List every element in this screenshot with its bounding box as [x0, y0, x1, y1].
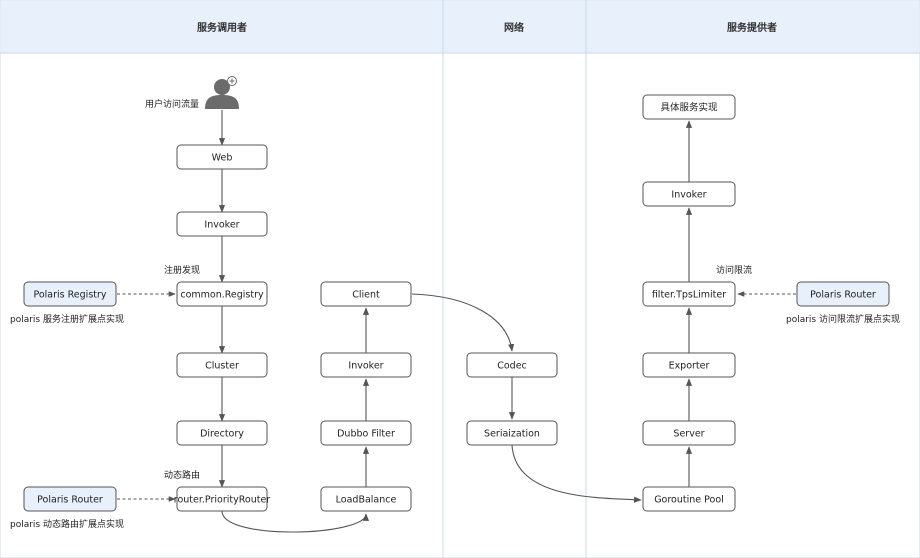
- node-invoker-middle-label: Invoker: [348, 361, 383, 372]
- node-dubbo-filter-label: Dubbo Filter: [337, 429, 395, 440]
- node-priority-router-label: router.PriorityRouter: [174, 495, 271, 506]
- node-common-registry-label: common.Registry: [180, 290, 264, 301]
- node-polaris-router-left: Polaris Router: [23, 486, 117, 512]
- node-polaris-registry: Polaris Registry: [23, 281, 117, 307]
- node-server: Server: [642, 420, 736, 446]
- node-loadbalance: LoadBalance: [320, 486, 412, 512]
- note-rate-limit: 访问限流: [716, 264, 752, 276]
- lane-titles: 服务调用者 网络 服务提供者: [197, 21, 777, 34]
- lane-title-provider: 服务提供者: [727, 21, 777, 34]
- notes: 用户访问流量 注册发现 polaris 服务注册扩展点实现 动态路由 polar…: [10, 98, 900, 530]
- edges: [117, 110, 796, 533]
- node-serialization: Seriaization: [466, 420, 558, 446]
- node-server-label: Server: [673, 429, 704, 440]
- node-invoker-provider-label: Invoker: [671, 190, 706, 201]
- note-routing-extension: polaris 动态路由扩展点实现: [10, 518, 124, 530]
- node-serialization-label: Seriaization: [484, 429, 540, 440]
- node-loadbalance-label: LoadBalance: [336, 495, 397, 506]
- node-polaris-router-right: Polaris Router: [796, 281, 890, 307]
- node-priority-router: router.PriorityRouter: [174, 486, 271, 512]
- edge-serialization-pool: [511, 444, 642, 503]
- node-tps-limiter: filter.TpsLimiter: [642, 281, 736, 307]
- node-dubbo-filter: Dubbo Filter: [320, 420, 412, 446]
- node-polaris-router-right-label: Polaris Router: [810, 290, 876, 301]
- lane-title-consumer: 服务调用者: [197, 21, 247, 34]
- node-invoker-consumer: Invoker: [176, 211, 268, 237]
- node-invoker-middle: Invoker: [320, 352, 412, 378]
- node-polaris-router-left-label: Polaris Router: [37, 495, 103, 506]
- note-registry-extension: polaris 服务注册扩展点实现: [10, 313, 124, 325]
- node-goroutine-pool-label: Goroutine Pool: [654, 495, 724, 506]
- note-ratelimit-extension: polaris 访问限流扩展点实现: [786, 313, 900, 325]
- node-polaris-registry-label: Polaris Registry: [33, 290, 106, 301]
- node-common-registry: common.Registry: [176, 281, 268, 307]
- edge-client-codec: [411, 293, 515, 352]
- node-cluster-label: Cluster: [205, 361, 239, 372]
- node-codec: Codec: [466, 352, 558, 378]
- node-service-impl: 具体服务实现: [642, 94, 736, 120]
- node-invoker-consumer-label: Invoker: [204, 220, 239, 231]
- node-codec-label: Codec: [497, 361, 527, 372]
- node-client-label: Client: [352, 290, 380, 301]
- note-service-discovery: 注册发现: [164, 264, 200, 276]
- node-web: Web: [176, 144, 268, 170]
- node-directory: Directory: [176, 420, 268, 446]
- lane-header-band: [1, 1, 919, 53]
- node-directory-label: Directory: [200, 429, 244, 440]
- edge-router-loadbalance: [221, 510, 370, 533]
- node-invoker-provider: Invoker: [642, 181, 736, 207]
- lane-title-network: 网络: [504, 21, 524, 34]
- node-client: Client: [320, 281, 412, 307]
- note-user-traffic: 用户访问流量: [145, 98, 199, 110]
- node-tps-limiter-label: filter.TpsLimiter: [652, 290, 726, 301]
- node-service-impl-label: 具体服务实现: [660, 102, 718, 114]
- user-add-icon: [205, 76, 239, 109]
- node-web-label: Web: [212, 153, 233, 164]
- node-goroutine-pool: Goroutine Pool: [642, 486, 736, 512]
- note-dynamic-routing: 动态路由: [164, 469, 200, 481]
- nodes: Web Invoker common.Registry Cluster Dire…: [23, 94, 890, 512]
- node-exporter-label: Exporter: [669, 361, 710, 372]
- node-exporter: Exporter: [642, 352, 736, 378]
- node-cluster: Cluster: [176, 352, 268, 378]
